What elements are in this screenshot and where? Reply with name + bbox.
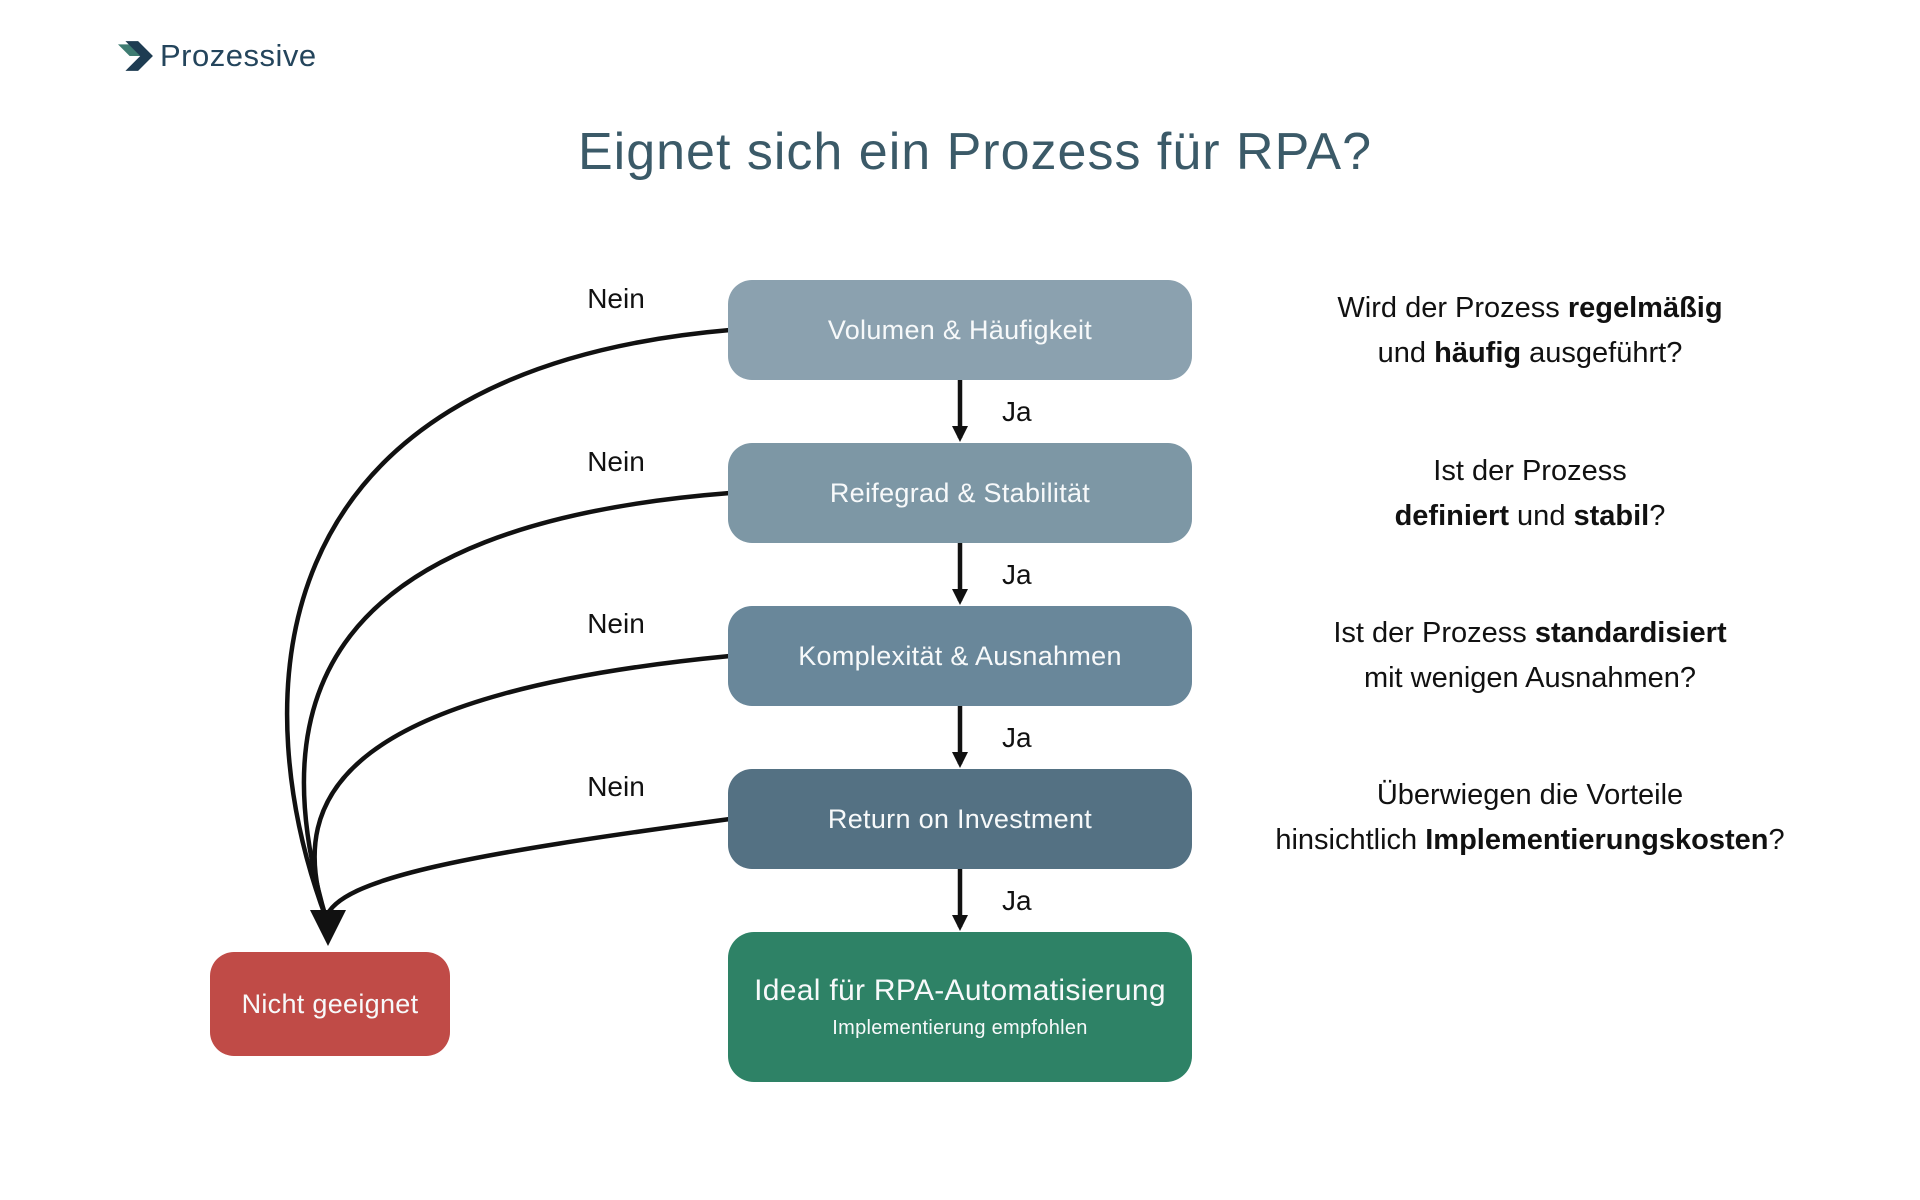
step-box-komplexitaet-ausnahmen: Komplexität & Ausnahmen (728, 606, 1192, 706)
result-subtitle: Implementierung empfohlen (832, 1017, 1088, 1039)
question-line: hinsichtlich Implementierungskosten? (1275, 824, 1785, 856)
nein-arrowhead (310, 910, 346, 946)
nein-label-4: Nein (587, 771, 645, 802)
question-line: und häufig ausgeführt? (1377, 337, 1683, 369)
ja-label-4: Ja (1002, 885, 1032, 916)
question-return-on-investment: Überwiegen die Vorteile hinsichtlich Imp… (1150, 773, 1910, 863)
ja-label-3: Ja (1002, 722, 1032, 753)
page-title: Eignet sich ein Prozess für RPA? (577, 123, 1373, 181)
step-box-volumen-haeufigkeit: Volumen & Häufigkeit (728, 280, 1192, 380)
step-label: Komplexität & Ausnahmen (798, 640, 1122, 671)
result-label: Nicht geeignet (241, 988, 419, 1019)
result-box-nicht-geeignet: Nicht geeignet (210, 952, 450, 1056)
step-box-reifegrad-stabilitaet: Reifegrad & Stabilität (728, 443, 1192, 543)
double-chevron-right-icon (118, 41, 153, 71)
ja-label-1: Ja (1002, 396, 1032, 427)
step-box-return-on-investment: Return on Investment (728, 769, 1192, 869)
nein-label-3: Nein (587, 608, 645, 639)
question-line: Überwiegen die Vorteile (1376, 779, 1684, 811)
brand-logo: Prozessive (118, 38, 317, 74)
question-line: Ist der Prozess standardisiert (1333, 617, 1727, 649)
question-reifegrad-stabilitaet: Ist der Prozess definiert und stabil? (1150, 449, 1910, 539)
step-label: Return on Investment (827, 803, 1093, 834)
nein-label-1: Nein (587, 283, 645, 314)
result-title: Ideal für RPA-Automatisierung (754, 974, 1166, 1007)
question-komplexitaet-ausnahmen: Ist der Prozess standardisiert mit wenig… (1150, 611, 1910, 701)
nein-label-2: Nein (587, 446, 645, 477)
question-volumen-haeufigkeit: Wird der Prozess regelmäßig und häufig a… (1150, 286, 1910, 376)
question-line: Wird der Prozess regelmäßig (1337, 292, 1723, 324)
question-line: Ist der Prozess (1433, 455, 1627, 487)
ja-label-2: Ja (1002, 559, 1032, 590)
question-line: definiert und stabil? (1394, 500, 1666, 532)
question-line: mit wenigen Ausnahmen? (1363, 662, 1697, 694)
result-box-ideal: Ideal für RPA-Automatisierung Implementi… (728, 932, 1192, 1082)
nein-curve-4 (323, 816, 733, 921)
brand-name: Prozessive (160, 38, 317, 73)
step-label: Reifegrad & Stabilität (829, 477, 1091, 508)
step-label: Volumen & Häufigkeit (827, 314, 1093, 345)
nein-curve-2 (301, 490, 733, 921)
